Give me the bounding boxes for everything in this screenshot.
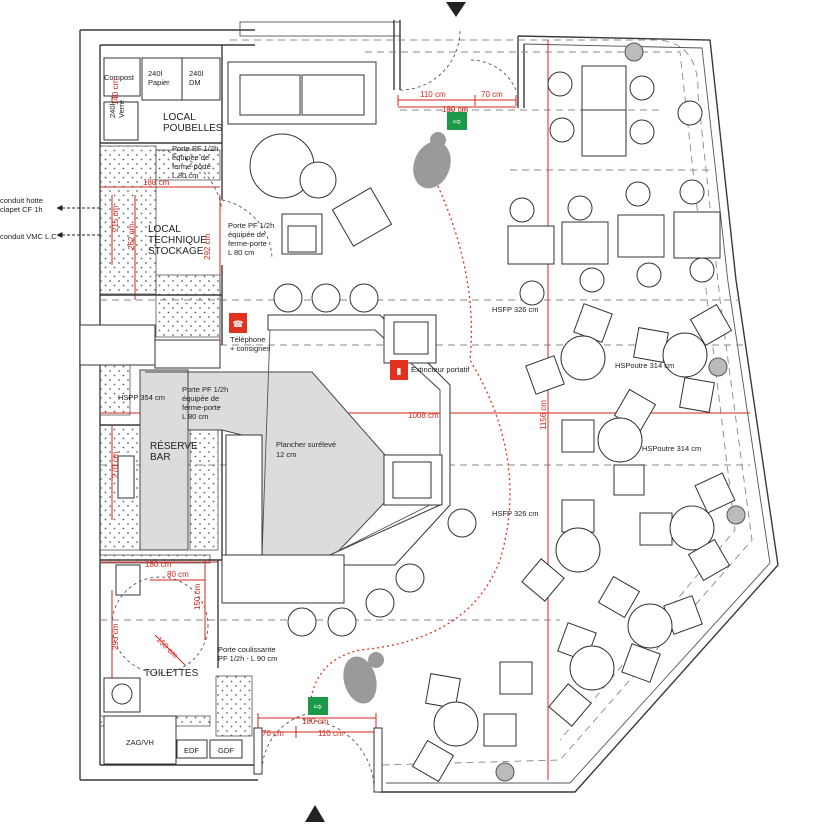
dim-293: 293 cm (111, 623, 120, 650)
dim-180-wc: 180 cm (145, 560, 172, 569)
dim-262: 262 cm (127, 223, 136, 250)
bin-label-verre: 240lVerre (108, 100, 126, 118)
bin-verre (103, 101, 139, 141)
dim-80-wc: 80 cm (167, 570, 189, 579)
note-telephone: Téléphone+ consignes (230, 335, 270, 353)
dim-1156: 1156 cm (539, 400, 548, 430)
person-silhouette-icon (343, 652, 384, 704)
height-hsfp-bottom: HSFP 326 cm (492, 509, 539, 518)
height-hspoutre-2: HSPoutre 314 cm (642, 444, 701, 453)
bin-papier (141, 57, 183, 101)
dim-180-stock: 180 cm (143, 178, 170, 187)
arrow-down-icon (446, 2, 466, 17)
dim-top-180: 180 cm (442, 105, 469, 114)
height-hspp: HSPP 354 cm (118, 393, 165, 402)
evacuation-path (309, 149, 511, 706)
fire-extinguisher-icon: ▮ (390, 360, 408, 380)
bar-area (145, 314, 451, 604)
svg-text:⇨: ⇨ (314, 702, 322, 713)
note-zag: ZAG/VH (126, 738, 154, 747)
note-extincteur: Extincteur portatif (411, 365, 470, 374)
note-gdf: GDF (218, 746, 234, 755)
left-rooms (79, 29, 517, 793)
arrow-up-icon (305, 805, 325, 822)
dim-bot-70: 70 cm (262, 729, 284, 738)
dim-292: 292 cm (203, 233, 212, 260)
bin-label-compost: Compost (104, 73, 135, 82)
furniture (227, 42, 746, 783)
svg-text:☎: ☎ (232, 320, 243, 330)
svg-text:▮: ▮ (397, 367, 402, 377)
room-toilettes: TOILETTES (144, 668, 199, 679)
height-hsfp-top: HSFP 326 cm (492, 305, 539, 314)
dim-top-110: 110 cm (420, 90, 446, 99)
dim-215: 215 cm (111, 205, 120, 232)
dim-270: 270 cm (111, 451, 120, 478)
exit-sign-icon: ⇨ (308, 697, 328, 715)
dim-150-diag: 150 cm (155, 635, 180, 660)
svg-text:⇨: ⇨ (453, 117, 461, 128)
dim-140: 140 cm (111, 78, 120, 105)
dim-150: 150 cm (193, 583, 202, 610)
bin-dm (181, 57, 221, 101)
fire-alarm-icon: ☎ (229, 313, 247, 333)
height-hspoutre-1: HSPoutre 314 cm (615, 361, 674, 370)
dim-top-70: 70 cm (481, 90, 503, 99)
dim-bot-180: 180 cm (302, 717, 329, 726)
note-conduit-vmc: conduit VMC L.C (0, 232, 57, 241)
dim-bot-110: 110 cm (318, 729, 344, 738)
person-silhouette-icon (413, 132, 451, 189)
note-edf: EDF (184, 746, 199, 755)
exit-sign-icon: ⇨ (447, 112, 467, 130)
dim-1008: 1008 cm (408, 411, 439, 420)
bin-compost (103, 57, 141, 97)
